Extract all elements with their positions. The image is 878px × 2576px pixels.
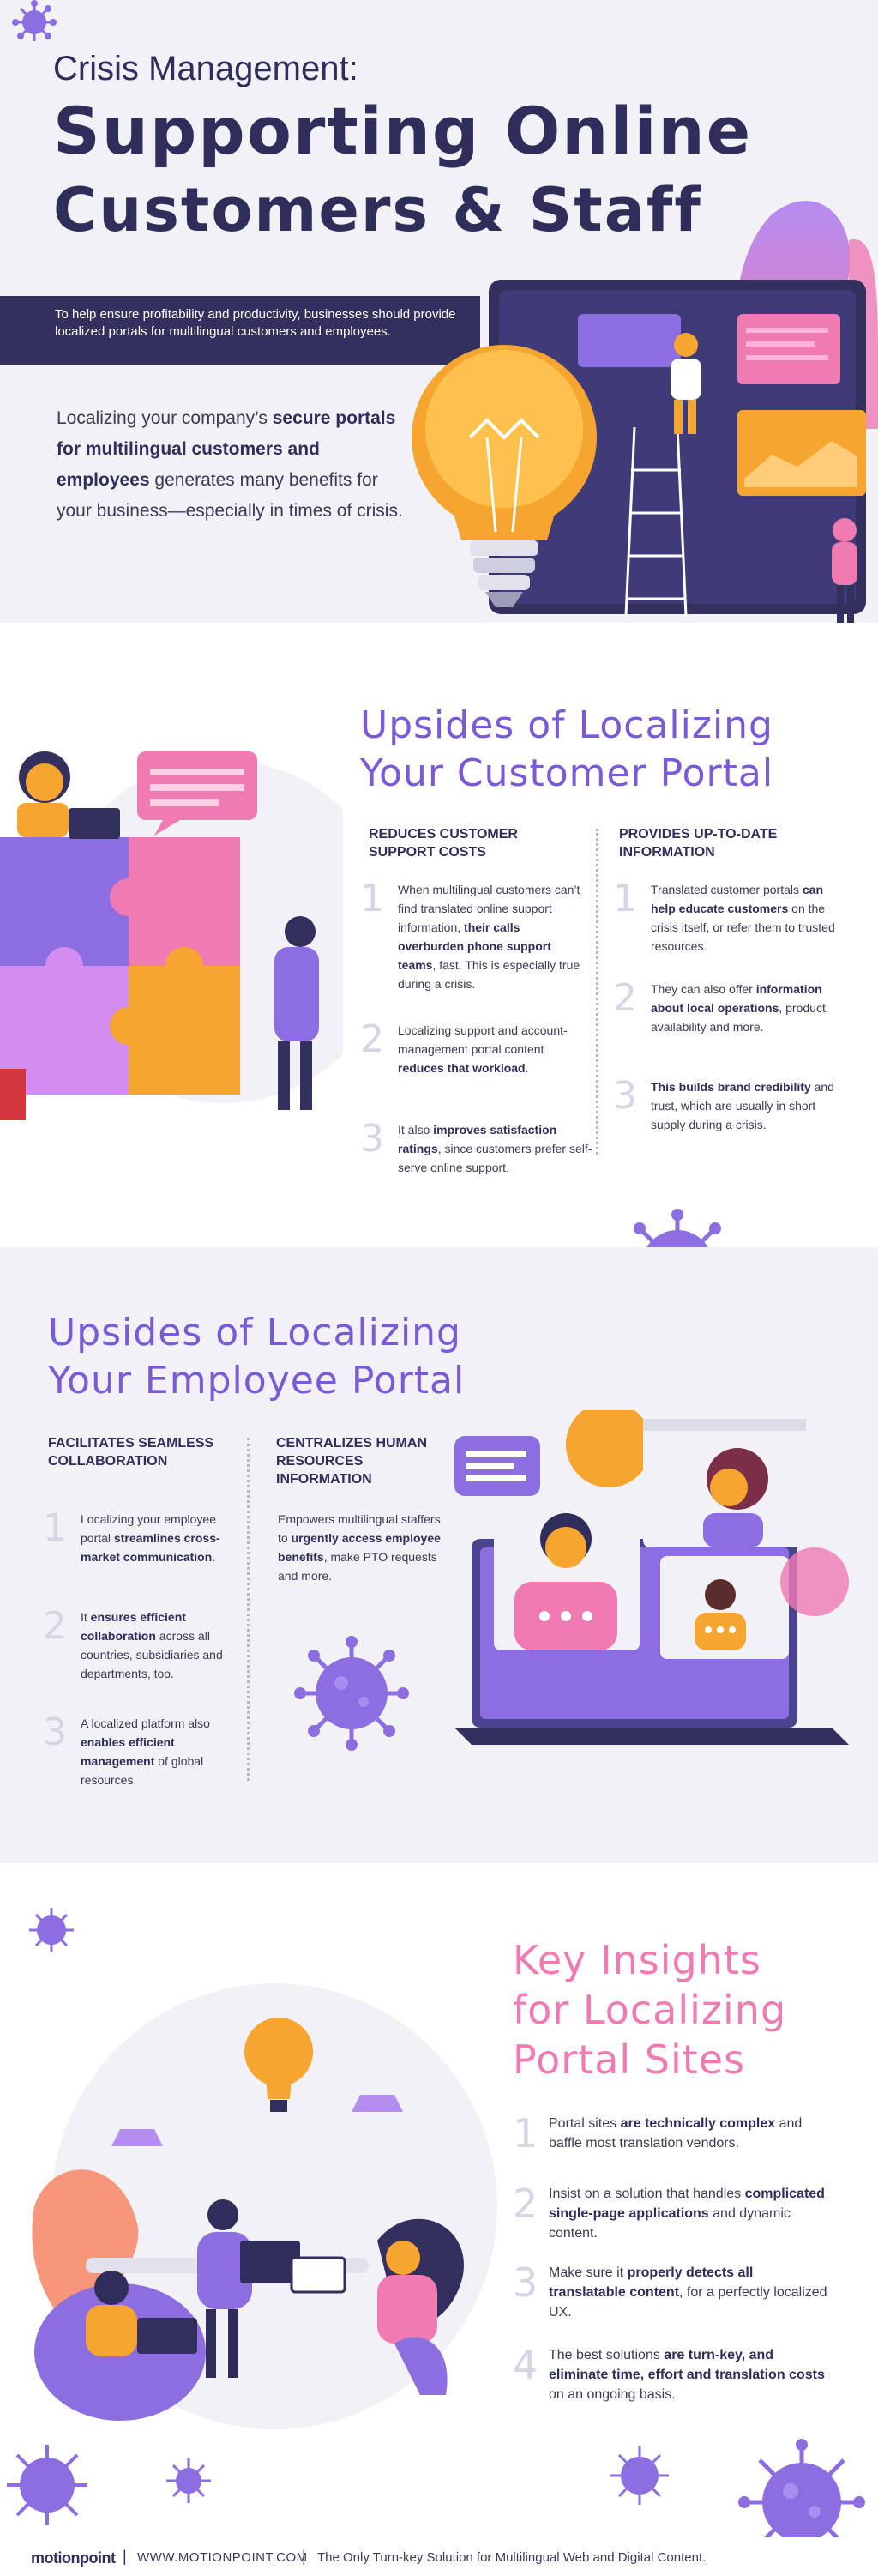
office-illustration	[32, 1983, 497, 2429]
virus-icon	[166, 2458, 211, 2503]
item-text: A localized platform also enables effici…	[81, 1716, 210, 1787]
item-number: 2	[360, 1017, 384, 1061]
list-item: 3 Make sure it properly detects all tran…	[513, 2259, 839, 2323]
list-item: 3 This builds brand credibility and trus…	[613, 1077, 845, 1163]
title-line-2: Your Employee Portal	[48, 1359, 466, 1403]
item-text: Localizing your employee portal streamli…	[81, 1512, 220, 1564]
hero-section: Crisis Management: Supporting Online Cus…	[0, 0, 878, 628]
footer-separator: |	[123, 2548, 127, 2565]
column-divider	[596, 829, 598, 1155]
item-number: 1	[43, 1506, 67, 1550]
column-heading: Provides Up-to-Date Information	[619, 827, 778, 860]
item-text: The best solutions are turn-key, and eli…	[549, 2348, 825, 2402]
list-item: 3 A localized platform also enables effi…	[43, 1714, 240, 1791]
list-item: 1 When multilingual customers can’t find…	[360, 877, 592, 992]
item-text: Empowers multilingual staffers to urgent…	[278, 1512, 441, 1583]
title-line-2: Your Customer Portal	[360, 751, 774, 795]
virus-icon	[294, 1636, 409, 1751]
footer-url-link[interactable]: WWW.MOTIONPOINT.COM	[137, 2550, 308, 2565]
virus-icon	[12, 0, 57, 41]
video-call-illustration	[454, 1410, 849, 1745]
motionpoint-logo: motionpoint	[31, 2549, 116, 2567]
list-item: 2 Insist on a solution that handles comp…	[513, 2181, 839, 2241]
item-number: 3	[613, 1074, 637, 1118]
insights-section-title: Key Insights for Localizing Portal Sites	[513, 1935, 786, 2084]
item-number: 1	[360, 877, 384, 920]
item-text: Localizing support and account-managemen…	[398, 1023, 568, 1075]
footer-tagline: The Only Turn-key Solution for Multiling…	[317, 2550, 707, 2565]
item-number: 2	[613, 976, 637, 1020]
item-text: This builds brand credibility and trust,…	[651, 1080, 834, 1131]
pre-title: Crisis Management:	[53, 50, 358, 87]
title-line-2: Customers & Staff	[53, 175, 702, 245]
title-line-3: Portal Sites	[513, 2036, 746, 2083]
list-item: 2 They can also offer information about …	[613, 980, 845, 1057]
virus-icon	[610, 2446, 669, 2505]
lightbulb-icon	[412, 345, 597, 607]
item-number: 3	[43, 1710, 67, 1754]
footer: motionpoint | WWW.MOTIONPOINT.COM | The …	[0, 2537, 878, 2576]
virus-icon	[29, 1908, 74, 1952]
item-number: 3	[360, 1117, 384, 1161]
item-text: When multilingual customers can’t find t…	[398, 883, 580, 991]
title-line-2: for Localizing	[513, 1987, 787, 2033]
title-line-1: Upsides of Localizing	[48, 1311, 461, 1354]
column-heading: Centralizes Human Resources Information	[276, 1436, 427, 1487]
column-heading: Reduces Customer Support Costs	[369, 827, 518, 860]
virus-icon	[7, 2445, 87, 2525]
employee-portal-section: Upsides of Localizing Your Employee Port…	[0, 1247, 878, 1863]
list-item: 2 Localizing support and account-managem…	[360, 1021, 592, 1098]
title-line-1: Key Insights	[513, 1937, 761, 1983]
item-text: Portal sites are technically complex and…	[549, 2116, 803, 2151]
key-insights-section: Key Insights for Localizing Portal Sites…	[0, 1863, 878, 2576]
footer-separator: |	[302, 2548, 306, 2565]
item-number: 3	[513, 2259, 538, 2306]
list-item: 1 Portal sites are technically complex a…	[513, 2110, 839, 2165]
item-text: Translated customer portals can help edu…	[651, 883, 835, 953]
lede-text-end: generates many benefits for your busines…	[57, 470, 403, 521]
employee-section-title: Upsides of Localizing Your Employee Port…	[48, 1309, 465, 1405]
title-line-1: Upsides of Localizing	[360, 703, 773, 747]
list-item: 2 It ensures efficient collaboration acr…	[43, 1608, 240, 1685]
lede-bold: secure portals for multilingual customer…	[57, 408, 396, 490]
column-heading: Facilitates Seamless Collaboration	[48, 1436, 214, 1469]
item-text: It also improves satisfaction ratings, s…	[398, 1123, 592, 1174]
list-item: 1 Translated customer portals can help e…	[613, 880, 845, 957]
item-number: 4	[513, 2342, 538, 2388]
puzzle-illustration	[0, 751, 343, 1120]
intro-banner: To help ensure profitability and product…	[0, 296, 480, 365]
list-item: 4 The best solutions are turn-key, and e…	[513, 2342, 839, 2414]
customer-section-title: Upsides of Localizing Your Customer Port…	[360, 702, 773, 798]
lede-text: Localizing your company’s	[57, 408, 273, 428]
column-divider	[247, 1438, 250, 1781]
item-number: 2	[43, 1604, 67, 1648]
item-text: Insist on a solution that handles compli…	[549, 2187, 825, 2241]
intro-paragraph: Localizing your company’s secure portals…	[57, 403, 417, 527]
item-text: They can also offer information about lo…	[651, 982, 826, 1034]
item-number: 2	[513, 2181, 538, 2227]
title-line-1: Supporting Online	[53, 93, 753, 169]
item-number: 1	[513, 2110, 538, 2157]
list-item: 1 Localizing your employee portal stream…	[43, 1510, 240, 1596]
customer-portal-section: Upsides of Localizing Your Customer Port…	[0, 623, 878, 1324]
item-text: It ensures efficient collaboration acros…	[81, 1610, 223, 1680]
item-text: Make sure it properly detects all transl…	[549, 2265, 827, 2320]
list-item: 3 It also improves satisfaction ratings,…	[360, 1120, 592, 1180]
item-number: 1	[613, 877, 637, 920]
dashboard-illustration	[489, 280, 866, 628]
